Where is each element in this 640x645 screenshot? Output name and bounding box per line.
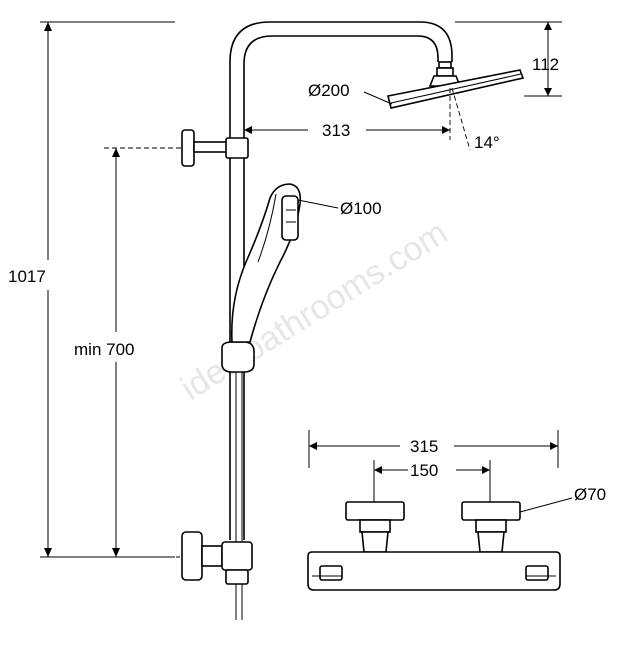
dimension-label-valve-centres: 150: [410, 461, 438, 480]
dimension-min-height: min 700: [74, 147, 185, 558]
dimension-label-head-angle: 14°: [474, 133, 500, 152]
watermark: idealbathrooms.com: [174, 213, 454, 407]
dimension-label-arm-length: 313: [322, 121, 350, 140]
handset-slider: [221, 341, 255, 373]
dimension-valve-centres: 150: [373, 460, 491, 540]
annotation-head-diameter: Ø200: [308, 81, 393, 105]
left-valve-handle: [345, 501, 405, 553]
dimension-label-handle-diameter: Ø70: [574, 485, 606, 504]
dimension-arm-length: 313: [244, 121, 450, 140]
dimension-valve-width: 315: [308, 430, 559, 468]
annotation-head-angle: 14°: [449, 87, 500, 152]
dimension-head-drop: 112: [455, 21, 562, 97]
dimension-label-head-drop: 112: [532, 55, 559, 74]
right-valve-handle: [461, 501, 521, 553]
dimension-label-valve-width: 315: [410, 437, 438, 456]
riser-rail: [229, 21, 453, 540]
dimension-label-handset-diameter: Ø100: [340, 199, 382, 218]
hand-shower: [230, 183, 302, 343]
dimension-total-height: 1017: [8, 21, 175, 558]
thermostatic-valve-body: [307, 551, 561, 591]
overhead-shower-head: [387, 69, 525, 109]
upper-wall-bracket: [181, 129, 249, 167]
dimension-label-total-height: 1017: [8, 267, 46, 286]
dimension-label-min-height: min 700: [74, 340, 134, 359]
lower-wall-bracket: [181, 531, 253, 585]
annotation-handle-diameter: Ø70: [519, 485, 606, 513]
annotation-handset-diameter: Ø100: [297, 199, 382, 218]
dimension-label-head-diameter: Ø200: [308, 81, 350, 100]
